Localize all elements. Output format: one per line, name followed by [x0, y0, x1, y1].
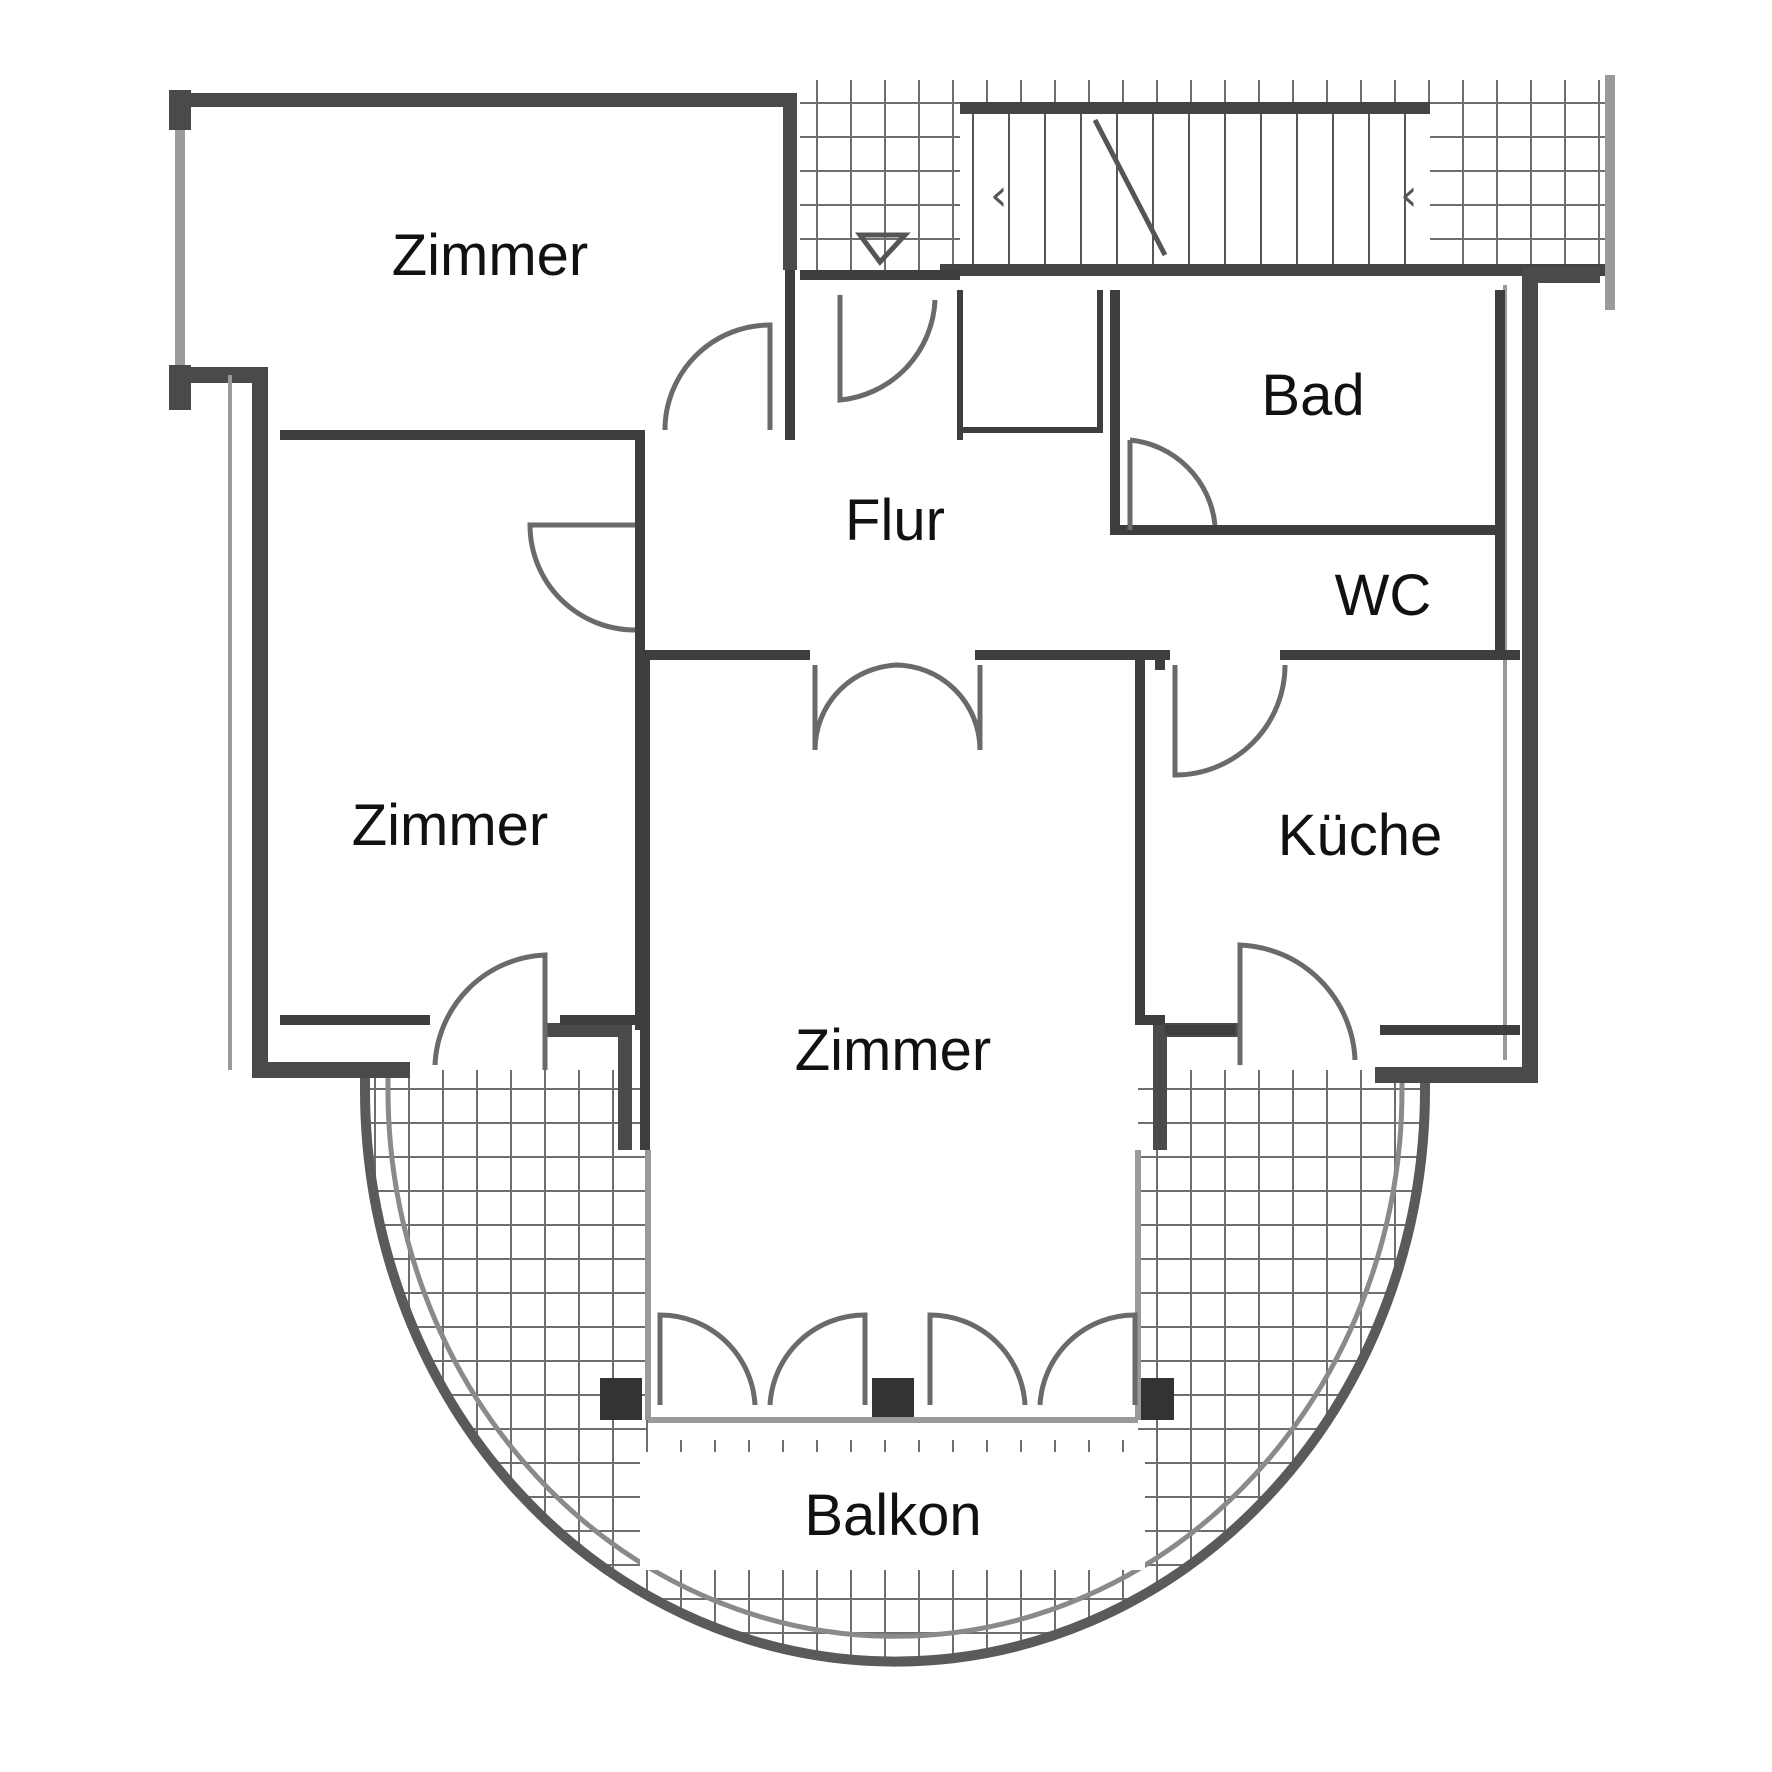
- door-swings: [432, 295, 1358, 1406]
- balcony-area: [360, 1060, 1430, 1667]
- svg-text:‹: ‹: [990, 170, 1008, 221]
- room-label-zimmer-center: Zimmer: [795, 1018, 992, 1083]
- svg-text:‹: ‹: [1400, 170, 1418, 221]
- interior-walls: [280, 270, 1520, 1150]
- stairwell: ‹ ‹: [800, 80, 1615, 276]
- room-label-kueche: Küche: [1278, 803, 1442, 868]
- room-label-balkon: Balkon: [804, 1483, 981, 1548]
- wc-label-bg: [1283, 537, 1483, 642]
- room-label-bad: Bad: [1261, 363, 1364, 428]
- room-label-zimmer-left: Zimmer: [352, 793, 549, 858]
- room-label-wc: WC: [1335, 563, 1432, 628]
- room-label-flur: Flur: [845, 488, 945, 553]
- flur-corridor-bg: [650, 540, 1290, 640]
- room-labels: Zimmer Zimmer Zimmer Flur Bad WC Küche B…: [352, 223, 1442, 1548]
- exterior-walls: [169, 75, 1615, 1423]
- room-label-zimmer-top: Zimmer: [392, 223, 589, 288]
